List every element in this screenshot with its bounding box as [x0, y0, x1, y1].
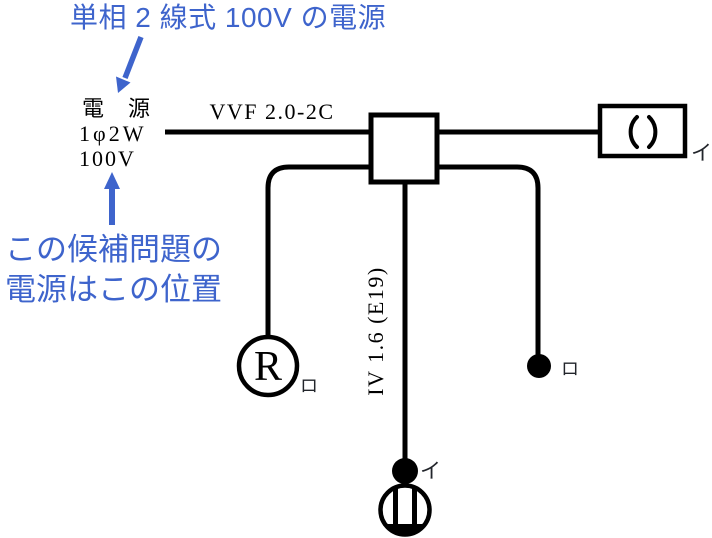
junction-box	[368, 112, 440, 185]
label-ro-receptacle: ロ	[300, 376, 318, 396]
lamp-receptacle-circle	[236, 334, 300, 398]
pendant-light-icon	[378, 483, 432, 537]
label-ro-ceiling-rose: ロ	[561, 359, 579, 379]
pendant-filled-base	[385, 524, 425, 535]
fluorescent-light-box	[597, 103, 688, 159]
label-i-fluorescent: イ	[691, 141, 712, 165]
ceiling-rose-dot-bottom	[392, 458, 418, 484]
pendant-circle	[378, 483, 432, 537]
note-line-2: 電源はこの位置	[5, 272, 222, 307]
iv-cable-label: IV 1.6 (E19)	[363, 266, 388, 395]
ceiling-rose-dot-right	[527, 354, 551, 378]
label-i-ceiling-rose: イ	[420, 459, 441, 483]
vvf-cable-label: VVF 2.0-2C	[209, 99, 334, 124]
power-source-name: 電 源	[82, 96, 151, 121]
power-source-voltage: 100V	[79, 146, 136, 171]
title-annotation: 単相 2 線式 100V の電源	[70, 2, 386, 33]
power-source-phase: 1φ2W	[79, 121, 146, 146]
arrow-down-icon	[116, 36, 144, 93]
arrow-up-icon	[104, 172, 120, 225]
note-line-1: この候補問題の	[5, 232, 222, 267]
pendant-bars	[393, 488, 417, 524]
receptacle-letter: R	[254, 344, 282, 390]
fluorescent-lamp-icon	[628, 115, 658, 149]
